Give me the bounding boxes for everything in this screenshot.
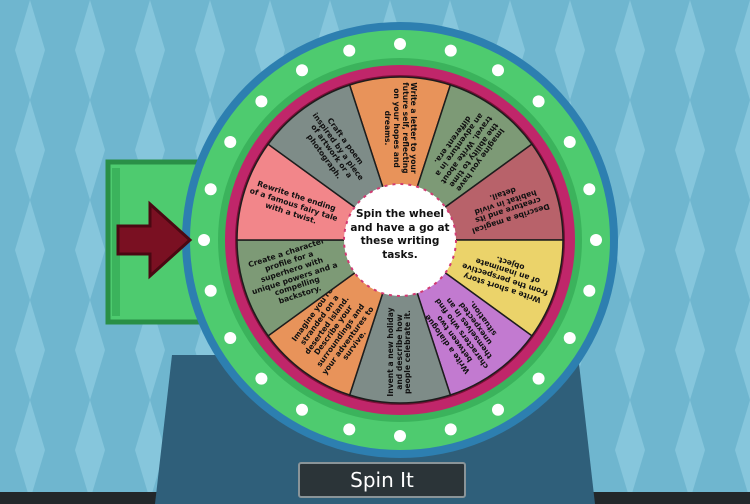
wheel-segment xyxy=(348,237,452,404)
rim-light xyxy=(532,372,545,385)
rim-lights xyxy=(198,38,602,442)
rim-light xyxy=(444,423,457,436)
rim-light xyxy=(532,95,545,108)
rim-light xyxy=(255,372,268,385)
rim-light xyxy=(563,332,576,344)
wheel-center xyxy=(343,183,457,297)
pointer-arrow-icon xyxy=(116,200,193,280)
rim-light xyxy=(492,403,504,416)
wheel-center-text: Spin the wheel and have a go at these wr… xyxy=(350,208,450,261)
wheel-segment xyxy=(348,76,452,243)
rim-light xyxy=(444,44,457,57)
rim-light xyxy=(204,183,217,196)
rim-light xyxy=(343,423,356,436)
rim-light xyxy=(296,403,308,416)
rim-light xyxy=(204,284,217,297)
wheel-center-fo: Spin the wheel and have a go at these wr… xyxy=(350,208,450,261)
rim-light xyxy=(394,38,406,50)
rim-light xyxy=(343,44,356,57)
rim-light xyxy=(583,183,596,196)
rim-light xyxy=(198,234,210,246)
rim-light xyxy=(492,64,504,77)
spin-button[interactable]: Spin It xyxy=(298,462,466,498)
rim-light xyxy=(255,95,268,108)
rim-light xyxy=(583,284,596,297)
rim-light xyxy=(224,136,237,148)
rim-light xyxy=(590,234,602,246)
rim-light xyxy=(296,64,308,77)
pointer-housing-edge xyxy=(112,168,120,316)
rim-light xyxy=(394,430,406,442)
rim-light xyxy=(563,136,576,148)
rim-light xyxy=(224,332,237,344)
